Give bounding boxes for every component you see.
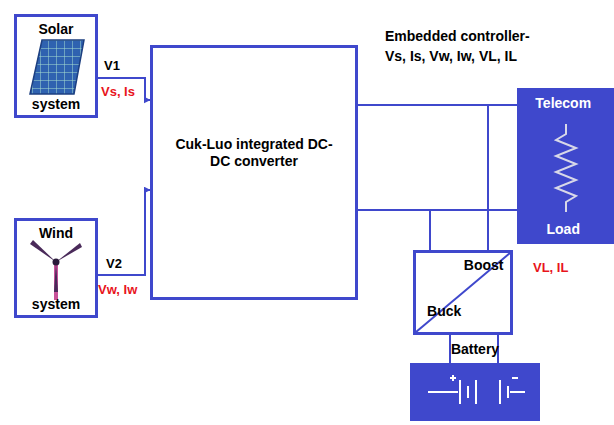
source-box: Wind system [14, 218, 98, 318]
buck-boost-box: BoostBuck [413, 250, 513, 335]
measurement-label: VL, IL [533, 260, 568, 276]
battery-box: Battery [410, 363, 540, 421]
battery-symbol [428, 375, 525, 404]
solar-panel-icon [30, 40, 84, 94]
signal-label: V1 [104, 58, 120, 74]
load-box: TelecomLoad [517, 88, 614, 244]
wind-turbine-icon [30, 240, 82, 300]
signal-label: Embedded controller- [385, 28, 530, 44]
converter-box: Cuk-Luo integrated DC-DC converter [150, 45, 358, 300]
converter-diagonal [416, 253, 510, 332]
signal-label: Vs, Is, Vw, Iw, VL, IL [385, 48, 517, 64]
signal-label: V2 [106, 256, 122, 272]
node-text: Cuk-Luo integrated DC-DC converter [169, 136, 339, 170]
node-text: Telecom [535, 95, 591, 112]
node-text: Wind [39, 225, 73, 242]
battery-fill [410, 363, 540, 421]
node-text: Load [547, 221, 580, 238]
wire-connector [358, 104, 517, 106]
node-text: Buck [427, 303, 461, 320]
node-text: Boost [464, 257, 504, 274]
wire-connector [98, 78, 150, 100]
node-text: system [32, 96, 80, 113]
wire [358, 105, 517, 363]
wire-connector [449, 335, 451, 363]
source-box: Solar system [14, 14, 98, 118]
resistor-symbol [556, 124, 576, 212]
load-fill [517, 88, 614, 244]
node-text: system [32, 296, 80, 313]
measurement-label: Vw, Iw [98, 282, 137, 298]
wire-connector [98, 190, 150, 275]
measurement-label: Vs, Is [101, 84, 135, 100]
wire-connector [358, 210, 430, 250]
node-text: Solar [38, 21, 73, 38]
node-text: Battery [451, 341, 499, 358]
